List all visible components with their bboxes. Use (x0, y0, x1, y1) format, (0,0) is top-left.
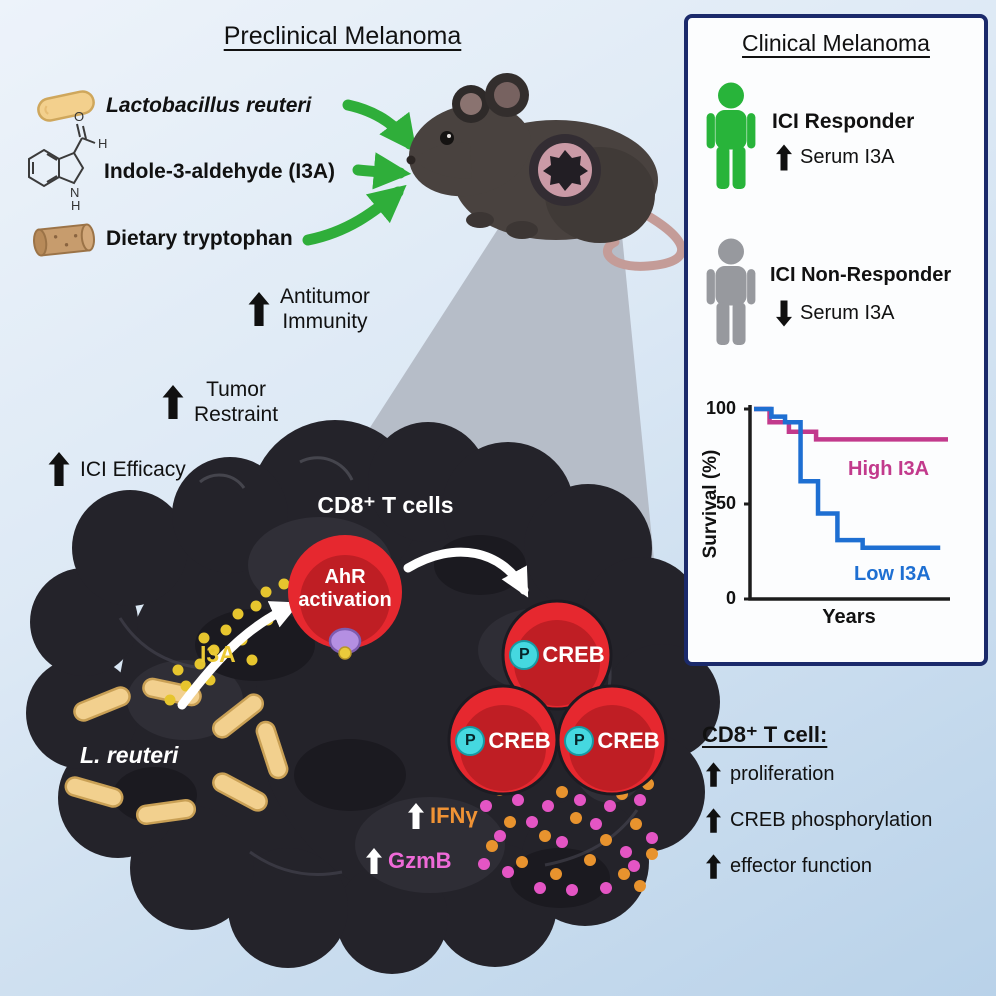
effect-ici-efficacy: ICI Efficacy (48, 452, 186, 486)
ytick-0: 0 (725, 588, 736, 608)
indole-h2: H (71, 198, 80, 213)
summary-item-proliferation: proliferation (706, 762, 835, 787)
gzmb-cytokine-dots (478, 794, 658, 896)
up-arrow-icon (408, 803, 424, 829)
up-arrow-icon (706, 854, 721, 879)
indole-structure-icon: O H N H (28, 109, 107, 213)
years-axis-label: Years (822, 606, 876, 628)
phospho-badge: P (455, 726, 486, 756)
green-arrow-3 (302, 184, 407, 246)
creb-text: CREB (488, 728, 551, 753)
l-reuteri-label: L. reuteri (80, 742, 179, 768)
nonresponder-serum-row: Serum I3A (776, 300, 894, 327)
summary-text: proliferation (730, 763, 835, 785)
survival-chart (744, 405, 950, 601)
creb-t-cell (501, 599, 613, 711)
effect-line: Tumor (206, 378, 266, 401)
l-reuteri-bacteria (64, 677, 289, 826)
mouse-tail (603, 200, 686, 271)
up-arrow-icon (48, 452, 70, 486)
gzmb-label: GzmB (388, 848, 452, 873)
indole-h1: H (98, 136, 107, 151)
down-arrow-icon (776, 300, 792, 327)
indole-o: O (74, 109, 84, 124)
ifng-label: IFNγ (430, 803, 478, 828)
nonresponder-label: ICI Non-Responder (770, 264, 952, 286)
food-pellet-icon (33, 223, 95, 257)
mouse-eye (440, 131, 454, 145)
clinical-title: Clinical Melanoma (742, 30, 930, 56)
gzmb-label-row: GzmB (366, 848, 452, 874)
i3a-ligand-dot (338, 646, 352, 660)
green-arrow-1 (342, 99, 417, 153)
clinical-melanoma-panel: Clinical Melanoma ICI Responder Serum I3… (684, 14, 988, 666)
ytick-100: 100 (705, 398, 736, 418)
green-arrow-2 (352, 152, 412, 190)
white-arrow-ahr-to-creb (403, 547, 529, 598)
mouse-tumor (529, 134, 601, 206)
creb-cell-label: P CREB (557, 726, 667, 756)
creb-t-cell (556, 684, 668, 796)
summary-item-effector-function: effector function (706, 854, 872, 879)
input-label-lactobacillus: Lactobacillus reuteri (106, 94, 312, 117)
bacterium-capsule-icon (37, 90, 95, 122)
cd8-t-cells-label: CD8⁺ T cells (317, 492, 454, 518)
up-arrow-icon (706, 762, 721, 787)
nonresponder-serum-label: Serum I3A (800, 302, 895, 324)
ytick-50: 50 (715, 493, 736, 513)
white-arrow-i3a-to-ahr (177, 601, 300, 710)
high-i3a-series-label: High I3A (848, 458, 930, 480)
mouse-illustration (406, 73, 686, 271)
low-i3a-series-label: Low I3A (854, 563, 931, 585)
phospho-badge: P (509, 640, 540, 670)
effect-line: Restraint (194, 403, 279, 426)
creb-t-cell (447, 684, 559, 796)
effect-line: Antitumor (280, 285, 370, 308)
input-label-tryptophan: Dietary tryptophan (106, 227, 293, 250)
ahr-activation-label: AhR activation (285, 566, 405, 612)
up-arrow-icon (162, 385, 184, 419)
cd8-summary-title: CD8⁺ T cell: (702, 722, 828, 747)
nonresponder-person-icon (704, 238, 758, 346)
ahr-t-cell (288, 535, 402, 660)
input-label-i3a: Indole-3-aldehyde (I3A) (104, 160, 336, 183)
ifng-label-row: IFNγ (408, 803, 478, 829)
summary-text: CREB phosphorylation (730, 809, 933, 831)
creb-cell-label: P CREB (448, 726, 558, 756)
phospho-badge: P (564, 726, 595, 756)
effect-line: ICI Efficacy (80, 457, 186, 481)
i3a-label: I3A (200, 641, 236, 667)
creb-cell-label: P CREB (502, 640, 612, 670)
up-arrow-icon (248, 292, 270, 326)
responder-serum-row: Serum I3A (776, 144, 894, 171)
effect-tumor-restraint: Tumor Restraint (162, 377, 278, 427)
responder-serum-label: Serum I3A (800, 146, 895, 168)
white-arrows (177, 547, 529, 710)
up-arrow-icon (776, 144, 792, 171)
preclinical-title: Preclinical Melanoma (223, 22, 462, 50)
creb-text: CREB (542, 642, 605, 667)
green-arrows (302, 99, 417, 246)
effect-line: Immunity (282, 310, 368, 333)
creb-text: CREB (597, 728, 660, 753)
up-arrow-icon (706, 808, 721, 833)
effect-antitumor-immunity: Antitumor Immunity (248, 284, 370, 334)
ahr-line2: activation (298, 589, 392, 611)
mouse-nose (406, 155, 416, 165)
responder-person-icon (704, 82, 758, 190)
responder-label: ICI Responder (772, 110, 915, 133)
up-arrow-icon (366, 848, 382, 874)
creb-t-cells (447, 599, 668, 796)
summary-item-creb-phosphorylation: CREB phosphorylation (706, 808, 932, 833)
summary-text: effector function (730, 855, 872, 877)
survival-series-low-i3a (754, 406, 941, 550)
ahr-line1: AhR (324, 566, 366, 588)
indole-n: N (70, 185, 79, 200)
